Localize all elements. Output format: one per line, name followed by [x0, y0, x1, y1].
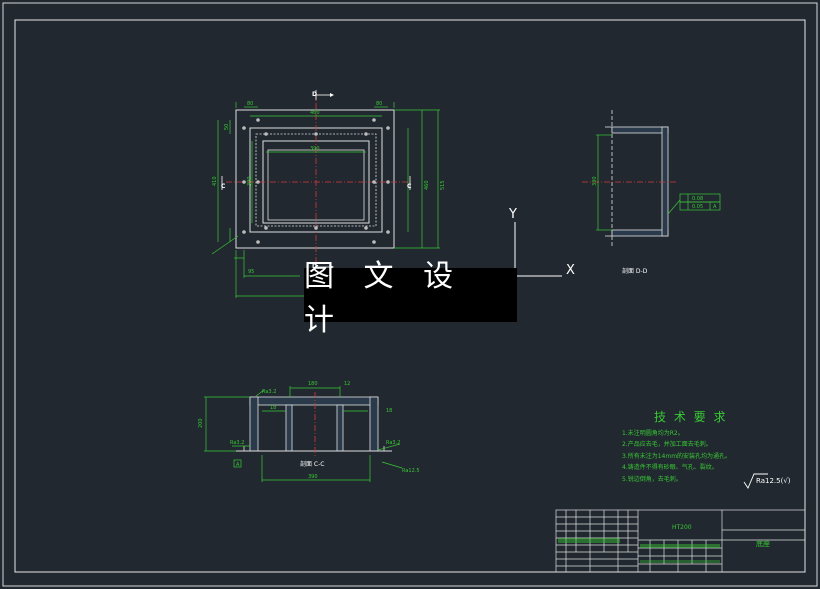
dim-top-410: 410 — [212, 176, 218, 186]
dim-top-95: 95 — [248, 269, 254, 275]
tech-req-item-4: 4.铸造件不得有砂眼、气孔、裂纹。 — [622, 464, 718, 471]
dim-top-80b: 80 — [376, 101, 382, 107]
general-roughness-symbol — [743, 473, 768, 489]
section-mark-c-left: C — [221, 183, 226, 190]
dim-top-390h: 390 — [247, 176, 253, 186]
top-view-holes — [242, 118, 390, 244]
dim-top-460h: 460 — [424, 180, 430, 190]
title-block-material: HT200 — [672, 524, 692, 531]
top-view — [211, 90, 440, 298]
technical-requirements: 技 术 要 求 1.未注明圆角均为R2。 2.产品应去毛，并加工面去毛刺。 3.… — [622, 410, 732, 485]
section-mark-d-bottom: D — [312, 263, 317, 270]
ucs-axis-y: Y — [508, 207, 517, 222]
dim-front-390: 390 — [308, 474, 318, 480]
title-block — [555, 509, 806, 573]
datum-front: A — [236, 462, 240, 468]
top-view-dimension-lines — [211, 102, 440, 298]
side-section-view — [582, 110, 721, 248]
dim-front-200: 200 — [198, 418, 204, 428]
dim-side-330: 330 — [592, 176, 598, 186]
tol-side-1: 0.08 — [692, 196, 703, 202]
front-section-view — [204, 386, 403, 482]
general-roughness-text: Ra12.5(√) — [756, 477, 791, 485]
tech-req-item-5: 5.锐边倒角，去毛刺。 — [622, 475, 682, 483]
dim-front-12: 12 — [344, 381, 350, 387]
tol-side-2: 0.05 — [692, 204, 703, 210]
ucs-axis-x: X — [566, 263, 575, 278]
tol-side-datum: A — [713, 204, 717, 210]
rough-front-1: Ra3.2 — [262, 389, 276, 395]
title-block-part-name: 底座 — [756, 539, 770, 548]
watermark-banner: 图 文 设 计 — [304, 259, 517, 338]
section-mark-d-top: D — [312, 91, 317, 98]
dim-top-515: 515 — [440, 180, 446, 190]
ucs-axis-icon — [514, 222, 562, 277]
dim-top-50: 50 — [224, 124, 230, 130]
tech-req-item-3: 3.所有未注为14mm的安装孔均为通孔。 — [622, 452, 732, 460]
rough-front-4: Ra12.5 — [402, 468, 420, 474]
dim-top-80a: 80 — [247, 101, 253, 107]
dim-top-460: 460 — [310, 110, 320, 116]
section-mark-c-right: C — [407, 183, 412, 190]
tech-req-item-2: 2.产品应去毛，并加工面去毛刺。 — [622, 441, 712, 448]
top-view-outer-plate — [235, 109, 395, 249]
side-section-label: 剖面 D-D — [622, 267, 648, 275]
rough-front-2: Ra3.2 — [230, 440, 244, 446]
technical-requirements-title: 技 术 要 求 — [654, 410, 728, 424]
dim-front-18a: 18 — [270, 405, 276, 411]
tech-req-item-1: 1.未注明圆角均为R2。 — [622, 429, 684, 437]
dim-front-180: 180 — [308, 381, 318, 387]
sheet-inner-border — [14, 19, 806, 573]
rough-front-3: Ra3.2 — [386, 440, 400, 446]
front-section-label: 剖面 C-C — [300, 460, 324, 468]
dim-front-18b: 18 — [386, 408, 392, 414]
dim-top-390w: 390 — [310, 146, 320, 152]
